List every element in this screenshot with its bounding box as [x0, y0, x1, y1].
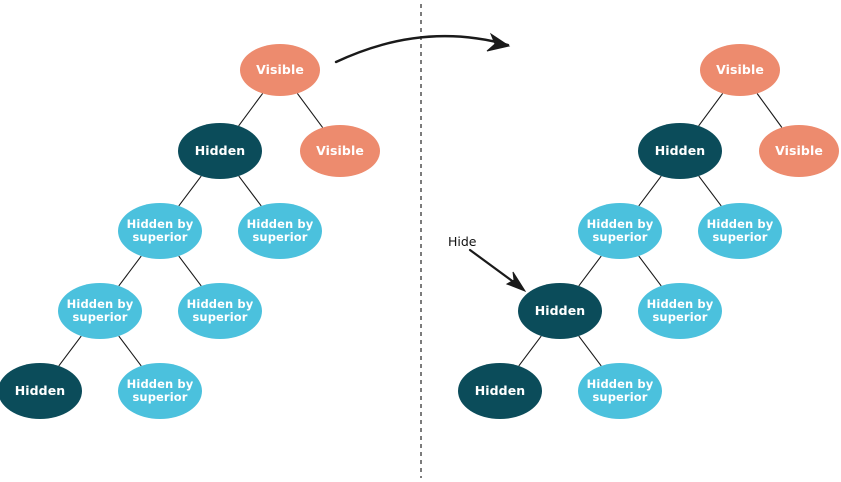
hide-annotation: Hide [448, 234, 477, 249]
tree-node-hidden[interactable]: Hidden [638, 123, 722, 179]
tree-node-label: Hidden [474, 383, 526, 398]
tree-edge [578, 335, 602, 367]
tree-node-label: Hidden [14, 383, 66, 398]
tree-node-visible[interactable]: Visible [700, 44, 780, 96]
tree-node-label: Hidden [194, 143, 246, 158]
tree-edge [238, 175, 262, 207]
tree-edge [698, 93, 724, 127]
tree-node-visible[interactable]: Visible [300, 125, 380, 177]
tree-edge [58, 335, 82, 367]
tree-node-hidden[interactable]: Hidden [458, 363, 542, 419]
tree-node-label: Hidden [534, 303, 586, 318]
tree-node-label: Visible [775, 143, 823, 158]
tree-edge [638, 255, 662, 287]
hide-arrow-shaft [468, 248, 519, 286]
tree-edge [118, 255, 142, 287]
tree-node-visible[interactable]: Visible [240, 44, 320, 96]
tree-edge [296, 93, 324, 128]
tree-node-label: Visible [716, 62, 764, 77]
tree-edge [118, 335, 142, 367]
tree-edge [238, 93, 264, 127]
tree-edge [178, 175, 202, 207]
tree-node-label: Hidden [654, 143, 706, 158]
tree-node-hidden[interactable]: Hidden [0, 363, 82, 419]
tree-edge [518, 335, 542, 367]
tree-node-label: Visible [256, 62, 304, 77]
transition-arrow-shaft [334, 34, 510, 64]
tree-edge [756, 93, 783, 128]
transition-arrow-head [486, 32, 511, 52]
tree-edge [698, 175, 722, 207]
hide-arrow-head [505, 271, 527, 293]
tree-node-label: Visible [316, 143, 364, 158]
tree-node-hidden[interactable]: Hidden [518, 283, 602, 339]
tree-edge [578, 255, 602, 287]
tree-node-visible[interactable]: Visible [759, 125, 839, 177]
tree-edge [638, 175, 662, 207]
tree-edge [178, 255, 202, 287]
tree-node-hidden[interactable]: Hidden [178, 123, 262, 179]
